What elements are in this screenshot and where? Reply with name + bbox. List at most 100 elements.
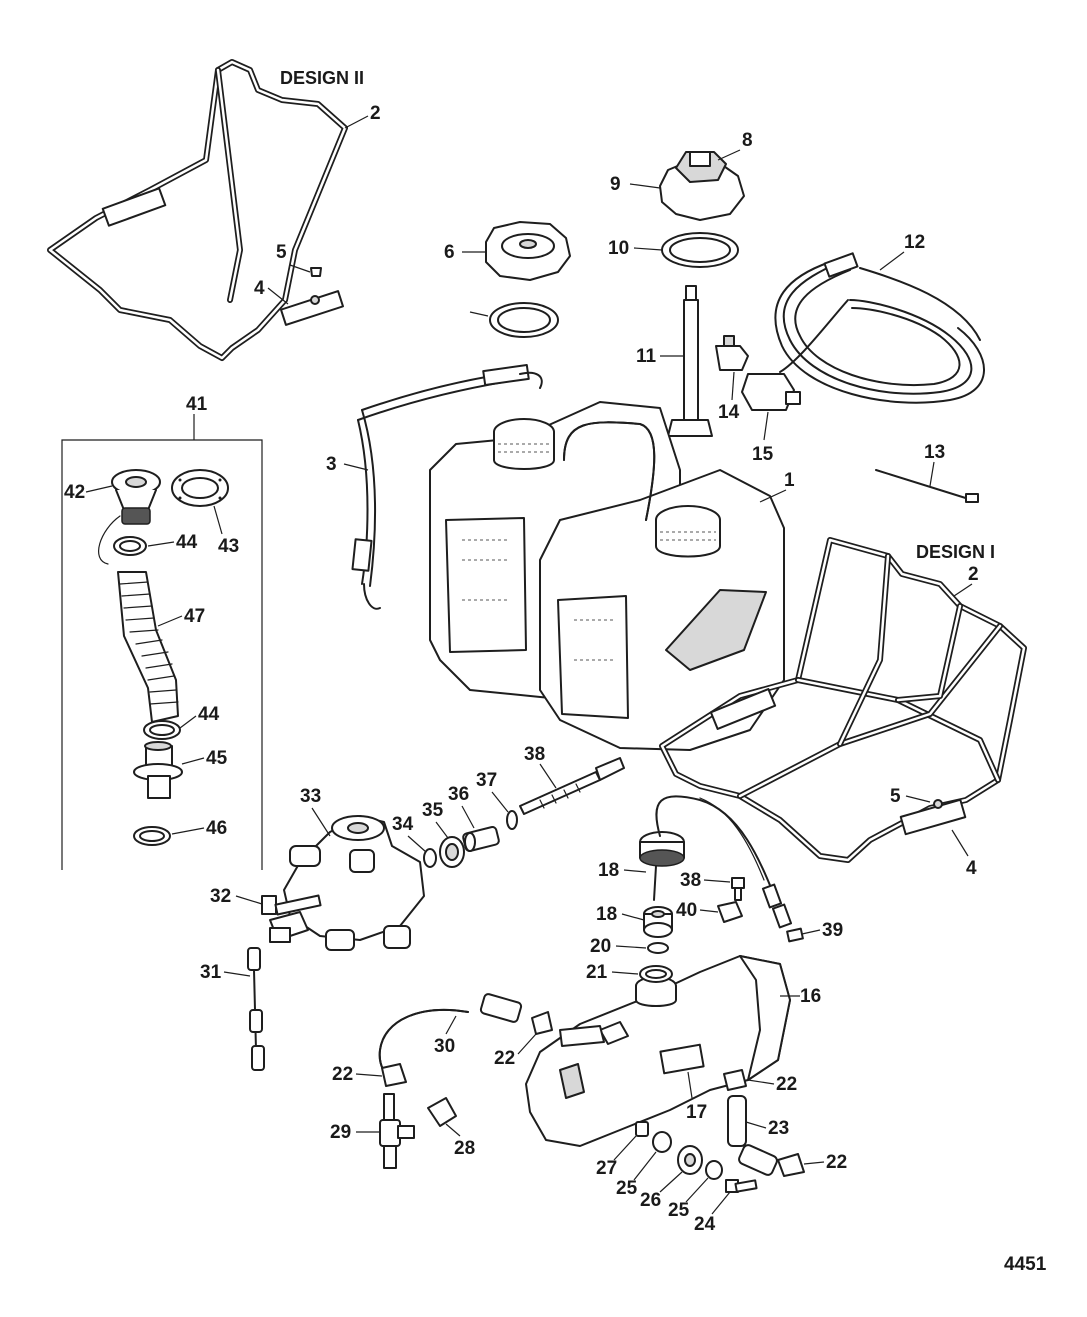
callout-5: 5 [276, 242, 287, 263]
bracket-design-2 [47, 59, 348, 361]
pump-bolt [261, 894, 322, 916]
callout-10: 10 [608, 238, 629, 259]
callout-18-sender: 18 [598, 860, 619, 881]
callout-45: 45 [206, 748, 228, 769]
callout-4: 4 [254, 278, 265, 299]
callout-2-design-1: 2 [968, 564, 979, 585]
sender-screw-38 [731, 877, 745, 901]
figure-reference-number: 4451 [1004, 1254, 1047, 1275]
pump-o-ring-37 [506, 810, 518, 830]
oil-level-sender [639, 795, 793, 929]
ground-screw-39 [786, 927, 804, 943]
callout-33: 33 [300, 786, 321, 807]
callout-3: 3 [326, 454, 337, 475]
filter-28 [427, 1097, 457, 1127]
callout-22-upper: 22 [494, 1048, 515, 1069]
bracket-design-1 [659, 537, 1027, 863]
callout-17: 17 [686, 1102, 707, 1123]
spacer-27 [635, 1121, 649, 1137]
hose-clip-upper [531, 1011, 605, 1047]
callout-18-grommet: 18 [596, 904, 617, 925]
callout-8: 8 [742, 130, 753, 151]
callout-44-upper: 44 [176, 532, 198, 553]
fuel-gauge-cap [659, 151, 745, 221]
callout-39: 39 [822, 920, 843, 941]
callout-26: 26 [640, 1190, 661, 1211]
callout-2: 2 [370, 103, 381, 124]
hull-fitting [133, 741, 183, 799]
oil-pump-body [269, 815, 425, 951]
washer-25-right [705, 1160, 723, 1180]
callout-43: 43 [218, 536, 239, 557]
pump-o-ring-34 [423, 848, 437, 868]
pump-nut-35 [439, 836, 465, 868]
callout-20: 20 [590, 936, 611, 957]
callout-32: 32 [210, 886, 231, 907]
washer-25-left [652, 1131, 672, 1153]
callout-22-left: 22 [332, 1064, 353, 1085]
hose-clip-right-upper [723, 1069, 747, 1091]
tank-connector [741, 373, 801, 411]
fuel-tank [429, 401, 785, 751]
callout-41: 41 [186, 394, 208, 415]
hose-clip-right-lower [777, 1153, 805, 1177]
deck-fill-gasket [171, 469, 229, 507]
callout-23: 23 [768, 1118, 789, 1139]
pump-sleeve-36 [462, 826, 500, 852]
callout-27: 27 [596, 1158, 617, 1179]
fuel-line-hose [774, 252, 985, 404]
hose-clip-left [381, 1063, 407, 1087]
callout-46: 46 [206, 818, 227, 839]
oil-hose-23 [727, 1095, 778, 1176]
callout-6: 6 [444, 242, 455, 263]
callout-47: 47 [184, 606, 205, 627]
callout-36: 36 [448, 784, 469, 805]
callout-25-left: 25 [616, 1178, 638, 1199]
tank-strap [351, 364, 543, 610]
fuel-pickup-tube [667, 285, 713, 437]
callout-40: 40 [676, 900, 697, 921]
cable-tie [875, 469, 979, 503]
callout-44-lower: 44 [198, 704, 220, 725]
oil-tank [525, 955, 791, 1147]
linkage-rod [247, 947, 265, 1071]
tee-fitting-29 [379, 1093, 415, 1169]
fill-hose [117, 571, 179, 723]
callout-16: 16 [800, 986, 821, 1007]
callout-28: 28 [454, 1138, 475, 1159]
deck-fill-cap [98, 469, 161, 565]
callout-9: 9 [610, 174, 621, 195]
sender-washer-20 [647, 942, 669, 954]
sender-gasket-21 [639, 965, 673, 983]
callout-38-screw: 38 [680, 870, 701, 891]
design-1-label: DESIGN I [916, 542, 995, 562]
callout-35: 35 [422, 800, 444, 821]
design-2-label: DESIGN II [280, 68, 364, 88]
callout-22-right-upper: 22 [776, 1074, 797, 1095]
fill-cap [485, 221, 571, 281]
callout-29: 29 [330, 1122, 351, 1143]
primer-fitting [715, 335, 749, 371]
callout-5-design-1: 5 [890, 786, 901, 807]
fill-kit-inset [61, 414, 263, 870]
fill-cap-gasket [489, 302, 559, 338]
bolt-24 [725, 1179, 758, 1193]
callout-21: 21 [586, 962, 608, 983]
grommet-26 [677, 1145, 703, 1175]
callout-31: 31 [200, 962, 222, 983]
callout-12: 12 [904, 232, 925, 253]
gauge-gasket [661, 232, 739, 268]
callout-24: 24 [694, 1214, 716, 1235]
hose-clamp-lower [143, 720, 181, 740]
callout-11: 11 [636, 346, 657, 367]
callout-13: 13 [924, 442, 945, 463]
callout-1: 1 [784, 470, 795, 491]
hose-clamp-upper [113, 536, 147, 556]
hull-fitting-washer [133, 826, 171, 846]
callout-37: 37 [476, 770, 497, 791]
callout-34: 34 [392, 814, 414, 835]
callout-38: 38 [524, 744, 545, 765]
callout-15: 15 [752, 444, 774, 465]
wire-clip-40 [717, 901, 743, 923]
